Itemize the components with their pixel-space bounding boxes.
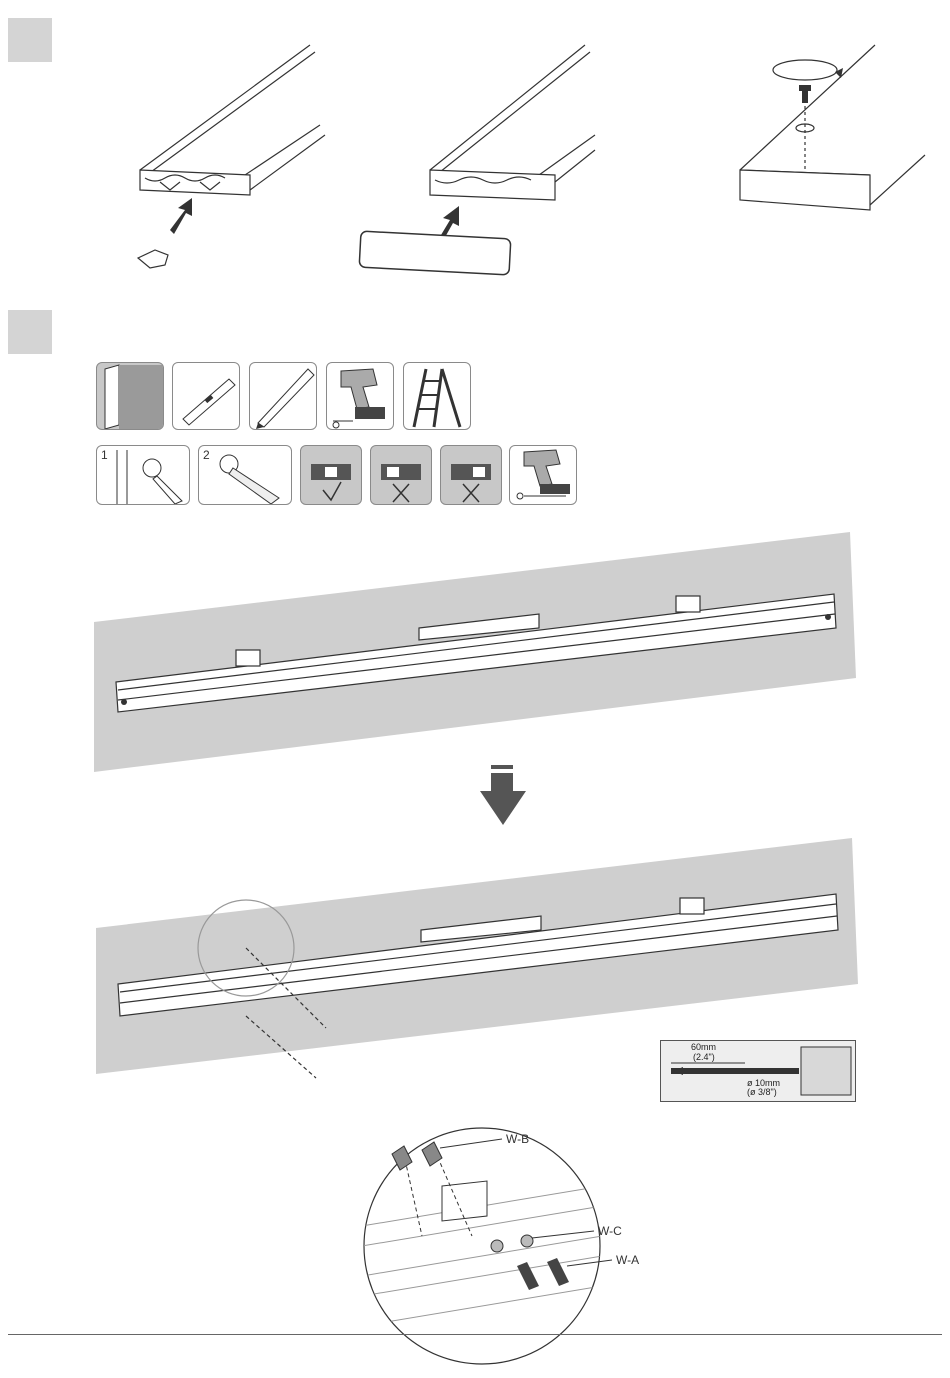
procedure-drill: 2 [198, 445, 292, 505]
pencil-icon [250, 363, 316, 429]
footer-rule [8, 1334, 942, 1335]
wall-rail-level-illustration [94, 532, 856, 772]
tool-spirit-level [172, 362, 240, 430]
tool-drill [326, 362, 394, 430]
ladder-icon [404, 363, 470, 429]
rail-profile-clip-illustration [130, 40, 330, 270]
drill-bit-icon [661, 1041, 855, 1101]
level-tilted-icon [441, 446, 501, 504]
drill-icon [327, 363, 393, 429]
procedure-level-wrong [370, 445, 432, 505]
rail-screw-illustration [735, 40, 925, 215]
mark-hole-icon [97, 446, 189, 504]
tool-pencil [249, 362, 317, 430]
rail-profile-endcap-illustration [355, 40, 595, 290]
down-arrow-icon [480, 765, 526, 827]
callout-wc: W-C [598, 1224, 622, 1238]
wall-icon [97, 363, 163, 429]
detail-zoom-illustration [362, 1126, 602, 1366]
callout-wa: W-A [616, 1253, 639, 1267]
procedure-mark: 1 [96, 445, 190, 505]
callout-wb: W-B [506, 1132, 529, 1146]
level-ok-icon [301, 446, 361, 504]
drill-spec-panel: 60mm (2.4") ø 10mm (ø 3/8") [660, 1040, 856, 1102]
step-1-marker [8, 18, 52, 62]
level-tilted-icon [371, 446, 431, 504]
spirit-level-icon [173, 363, 239, 429]
step-2-marker [8, 310, 52, 354]
procedure-drill-screw [509, 445, 577, 505]
procedure-level-wrong [440, 445, 502, 505]
tool-ladder [403, 362, 471, 430]
drill-screw-icon [510, 446, 576, 504]
procedure-level-ok [300, 445, 362, 505]
tool-wall [96, 362, 164, 430]
drill-bit-icon [199, 446, 291, 504]
